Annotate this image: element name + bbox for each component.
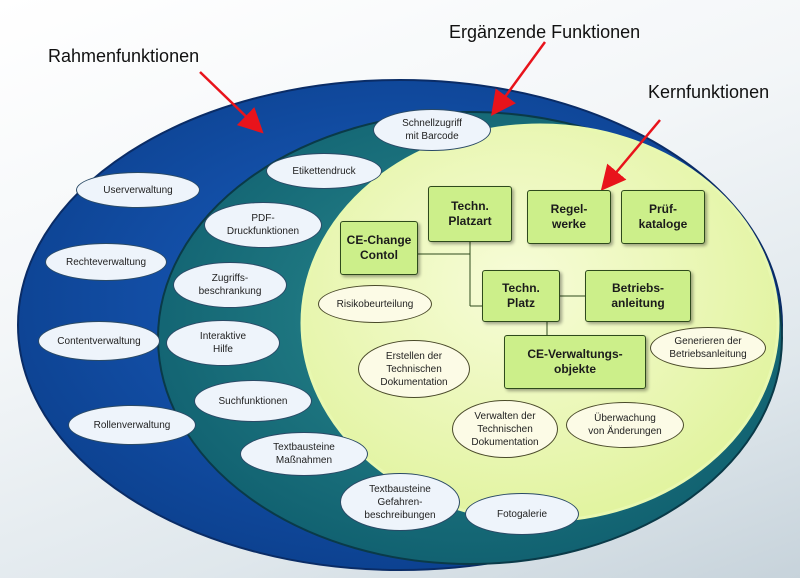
box-techn-platzart: Techn. Platzart	[428, 186, 512, 242]
box-ce-change-contol: CE-Change Contol	[340, 221, 418, 275]
box-ce-verwaltungsobjekte: CE-Verwaltungs- objekte	[504, 335, 646, 389]
label-ergaenzende-funktionen: Ergänzende Funktionen	[449, 22, 641, 42]
arrow-rahmen	[199, 71, 264, 134]
oval-textbausteine-massnahmen: Textbausteine Maßnahmen	[240, 432, 368, 476]
core-ring-kernfunktionen	[300, 123, 780, 523]
label-kernfunktionen: Kernfunktionen	[648, 82, 770, 102]
oval-fotogalerie: Fotogalerie	[465, 493, 579, 535]
box-pruefkataloge: Prüf- kataloge	[621, 190, 705, 244]
oval-ueberwachung-aenderungen: Überwachung von Änderungen	[566, 402, 684, 448]
oval-zugriffsbeschrankung: Zugriffs- beschrankung	[173, 262, 287, 308]
box-regelwerke: Regel- werke	[527, 190, 611, 244]
oval-risikobeurteilung: Risikobeurteilung	[318, 285, 432, 323]
oval-suchfunktionen: Suchfunktionen	[194, 380, 312, 422]
oval-textbausteine-gefahrenbeschreibungen: Textbausteine Gefahren- beschreibungen	[340, 473, 460, 531]
arrow-kern	[600, 119, 661, 191]
box-betriebsanleitung: Betriebs- anleitung	[585, 270, 691, 322]
oval-contentverwaltung: Contentverwaltung	[38, 321, 160, 361]
connector-lines	[418, 240, 585, 335]
oval-erstellen-technische-dokumentation: Erstellen der Technischen Dokumentation	[358, 340, 470, 398]
annotation-arrows	[199, 41, 661, 191]
oval-schnellzugriff-barcode: Schnellzugriff mit Barcode	[373, 109, 491, 151]
oval-verwalten-technische-dokumentation: Verwalten der Technischen Dokumentation	[452, 400, 558, 458]
oval-pdf-druckfunktionen: PDF- Druckfunktionen	[204, 202, 322, 248]
oval-etikettendruck: Etikettendruck	[266, 153, 382, 189]
arrow-ergaenzend	[491, 41, 547, 117]
oval-rollenverwaltung: Rollenverwaltung	[68, 405, 196, 445]
oval-userverwaltung: Userverwaltung	[76, 172, 200, 208]
oval-interaktive-hilfe: Interaktive Hilfe	[166, 320, 280, 366]
label-rahmenfunktionen: Rahmenfunktionen	[48, 46, 200, 66]
oval-generieren-betriebsanleitung: Generieren der Betriebsanleitung	[650, 327, 766, 369]
box-techn-platz: Techn. Platz	[482, 270, 560, 322]
oval-rechteverwaltung: Rechteverwaltung	[45, 243, 167, 281]
